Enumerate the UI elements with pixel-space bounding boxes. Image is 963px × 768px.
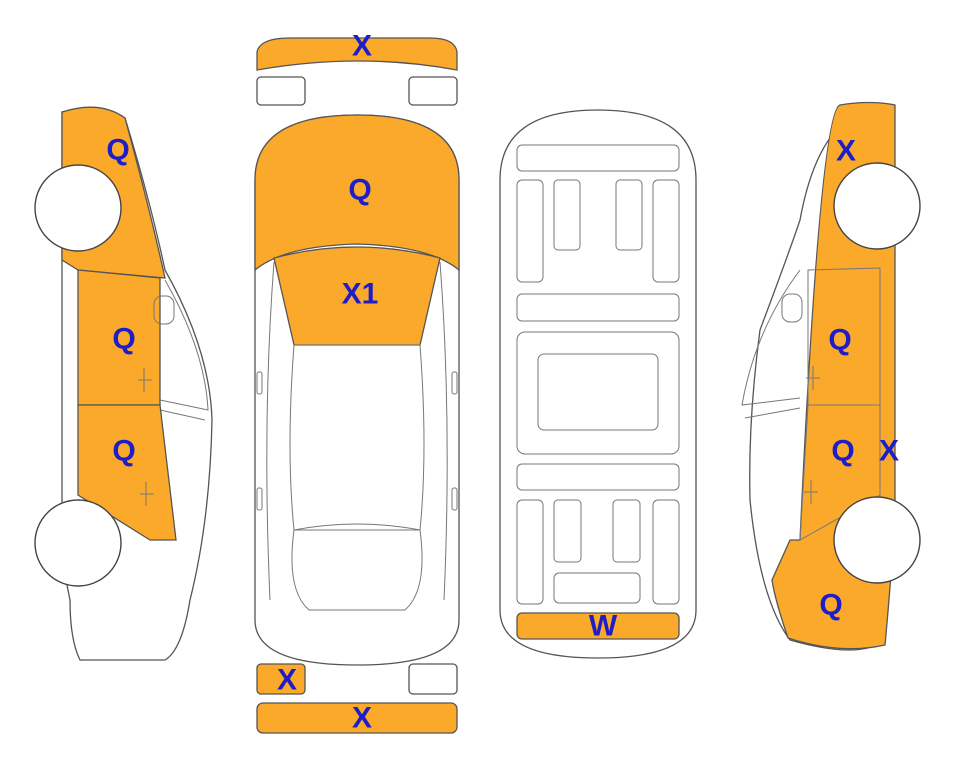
- left-window-line-2: [159, 409, 206, 421]
- front-lamp-left[interactable]: [256, 76, 306, 106]
- label-rear-bumper: X: [352, 702, 372, 735]
- handle-right: [451, 487, 458, 511]
- hood[interactable]: [254, 114, 460, 272]
- rear-lamp-left[interactable]: [256, 663, 306, 695]
- front-bumper[interactable]: [256, 37, 458, 71]
- rear-seat-right-outer: [652, 499, 680, 605]
- left-window-line: [159, 279, 209, 411]
- console-outer: [516, 331, 680, 455]
- label-left-front-door: Q: [112, 323, 135, 356]
- label-right-rear-door: Q: [831, 435, 854, 468]
- right-window-line: [741, 269, 801, 406]
- label-windshield: X1: [342, 278, 379, 311]
- label-left-rear-door: Q: [112, 435, 135, 468]
- mirror-right: [451, 371, 458, 395]
- front-lamp-right[interactable]: [408, 76, 458, 106]
- mid-bar-1: [516, 293, 680, 322]
- left-rear-wheel: [34, 499, 122, 587]
- windshield[interactable]: [273, 246, 441, 346]
- label-trunk-floor: W: [589, 610, 618, 643]
- left-side-view: [34, 106, 213, 661]
- rear-seat-right: [612, 499, 641, 563]
- left-rear-door[interactable]: [77, 404, 177, 541]
- right-side-line: [439, 261, 448, 601]
- rear-seat-left-outer: [516, 499, 544, 605]
- label-rear-left-lamp: X: [277, 664, 297, 697]
- right-side-view: [741, 101, 921, 651]
- left-mirror: [153, 295, 175, 325]
- right-front-wheel: [833, 162, 921, 250]
- top-view: [254, 37, 460, 734]
- label-right-front-door: Q: [828, 324, 851, 357]
- front-seat-right: [615, 179, 643, 251]
- front-seat-left-outer: [516, 179, 544, 283]
- label-right-quarter: Q: [819, 589, 842, 622]
- handle-left: [256, 487, 263, 511]
- console-inner: [537, 353, 659, 431]
- trunk-floor[interactable]: [516, 612, 680, 640]
- interior-view: [499, 109, 697, 659]
- label-right-top: X: [836, 135, 856, 168]
- dashboard: [516, 144, 680, 172]
- rear-seat-left: [553, 499, 582, 563]
- right-mirror: [781, 293, 803, 323]
- rear-bumper[interactable]: [256, 702, 458, 734]
- left-side-line: [266, 261, 275, 601]
- label-front-bumper: X: [352, 30, 372, 63]
- rear-window: [291, 523, 423, 611]
- mid-bar-2: [516, 463, 680, 491]
- damage-labels: X Q X1 X X W Q Q Q X Q Q X Q: [106, 30, 899, 735]
- label-right-side-edge: X: [879, 435, 899, 468]
- left-front-wheel: [34, 164, 122, 252]
- right-rear-door: [799, 404, 881, 541]
- right-window-line-2: [744, 407, 801, 419]
- rear-shelf: [553, 572, 641, 604]
- front-seat-left: [553, 179, 581, 251]
- label-hood: Q: [348, 174, 371, 207]
- right-rear-wheel: [833, 496, 921, 584]
- interior-shell: [499, 109, 697, 659]
- rear-lamp-right[interactable]: [408, 663, 458, 695]
- mirror-left: [256, 371, 263, 395]
- label-left-fender: Q: [106, 134, 129, 167]
- front-seat-right-outer: [652, 179, 680, 283]
